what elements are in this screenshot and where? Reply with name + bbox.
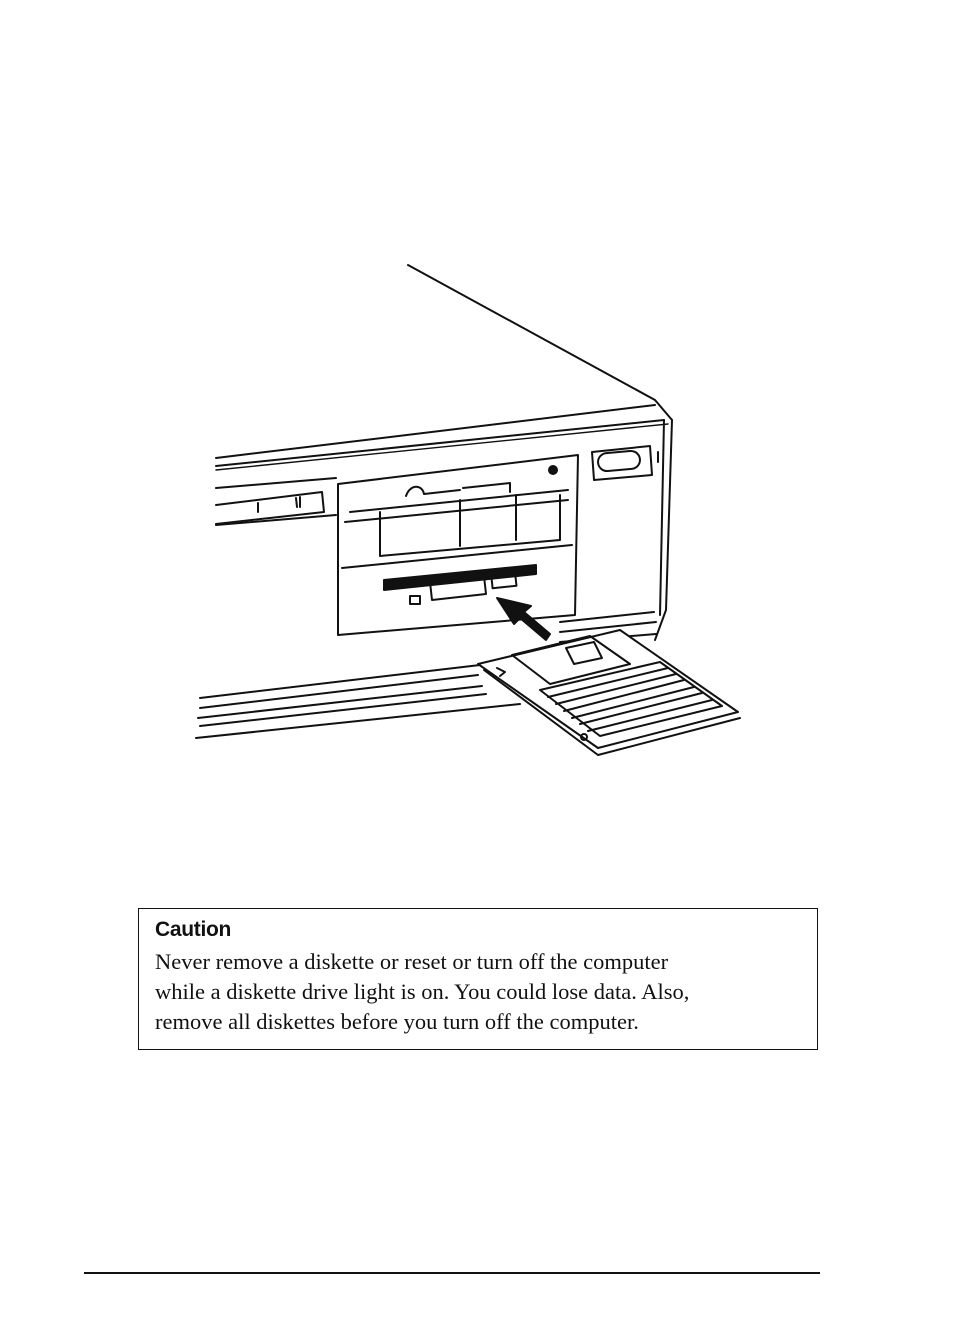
caution-box: Caution Never remove a diskette or reset… — [138, 908, 818, 1050]
power-button — [597, 450, 640, 472]
computer-floppy-insertion-illustration — [180, 250, 750, 770]
case-base — [200, 665, 480, 698]
floppy-diskette — [478, 630, 740, 755]
caution-heading: Caution — [155, 917, 801, 943]
caution-line: remove all diskettes before you turn off… — [155, 1009, 639, 1034]
caution-text: Never remove a diskette or reset or turn… — [155, 947, 801, 1037]
insert-arrow — [497, 598, 550, 640]
case-top-edge — [408, 265, 672, 420]
indicator-plate — [216, 492, 324, 524]
caution-line: Never remove a diskette or reset or turn… — [155, 949, 668, 974]
caution-line: while a diskette drive light is on. You … — [155, 979, 689, 1004]
drive-bay — [338, 455, 578, 635]
page-footer-rule — [84, 1272, 820, 1274]
